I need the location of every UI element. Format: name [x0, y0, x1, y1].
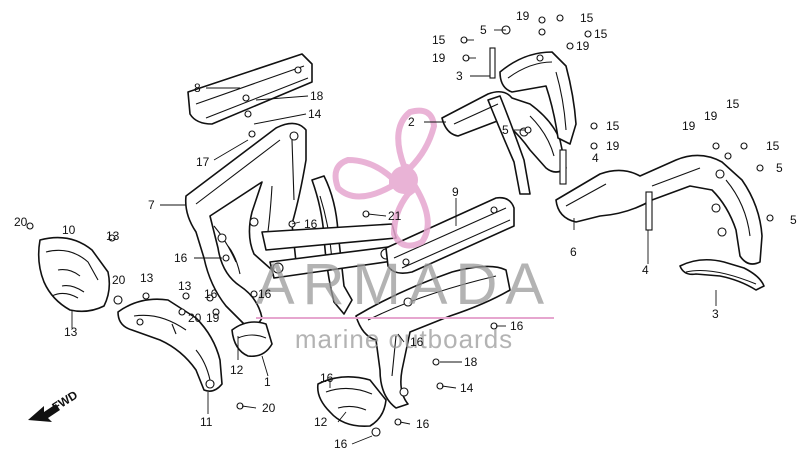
callout-5-top: 5 [480, 23, 487, 37]
callout-10: 10 [62, 223, 76, 237]
top-plate-part [187, 53, 313, 125]
callout-19-b: 19 [516, 9, 530, 23]
callout-14-upper: 14 [308, 107, 322, 121]
callout-12-upper: 12 [230, 363, 244, 377]
callout-8: 8 [194, 81, 201, 95]
callout-16-g: 16 [320, 371, 334, 385]
propeller-icon [332, 107, 438, 249]
callout-18-lower: 18 [464, 355, 478, 369]
bottom-bracket-part [117, 298, 223, 392]
leader-lines [71, 29, 717, 445]
fwd-arrow-icon [28, 404, 60, 422]
callout-16-e: 16 [510, 319, 524, 333]
callout-5-right-lower: 5 [790, 213, 797, 227]
callout-19-f: 19 [704, 109, 718, 123]
bushing-part [231, 321, 273, 358]
callout-19-a: 19 [432, 51, 446, 65]
callout-19-g: 19 [206, 311, 220, 325]
callout-19-d: 19 [606, 139, 620, 153]
callout-3-top: 3 [456, 69, 463, 83]
watermark-brand: ARMADA [256, 252, 552, 317]
stern-bracket-part [184, 122, 307, 327]
callout-17: 17 [196, 155, 210, 169]
callout-12-lower: 12 [314, 415, 328, 429]
watermark-tagline: marine outboards [295, 324, 513, 354]
callout-19-c: 19 [576, 39, 590, 53]
callout-21: 21 [388, 209, 402, 223]
fwd-arrow: FWD [28, 388, 80, 422]
callout-20-d: 20 [262, 401, 276, 415]
watermark: ARMADA marine outboards [256, 107, 554, 354]
callout-labels: 1 2 3 3 4 4 5 5 5 5 6 7 8 9 10 11 12 12 … [14, 9, 797, 451]
callout-5-mid: 5 [502, 123, 509, 137]
callout-13-left-upper: 13 [106, 229, 120, 243]
callout-16-i: 16 [334, 437, 348, 451]
callout-6: 6 [570, 245, 577, 259]
pin-parts [489, 47, 653, 231]
callout-4-upper: 4 [592, 151, 599, 165]
upper-support-part [499, 51, 577, 145]
front-bracket-part [355, 265, 511, 409]
fastener-parts [26, 14, 774, 426]
tilt-lever-part [441, 90, 567, 195]
callout-13-mid-a: 13 [140, 271, 154, 285]
cross-bracket-part [385, 196, 515, 274]
callout-15-f: 15 [766, 139, 780, 153]
callout-16-h: 16 [416, 417, 430, 431]
callout-20-c: 20 [188, 311, 202, 325]
callout-13-mid-b: 13 [178, 279, 192, 293]
fwd-label: FWD [50, 388, 81, 415]
callout-3-right: 3 [712, 307, 719, 321]
callout-16-d: 16 [204, 287, 218, 301]
callout-15-c: 15 [594, 27, 608, 41]
side-cover-part [37, 236, 111, 313]
callout-15-b: 15 [580, 11, 594, 25]
callout-13-left-lower: 13 [64, 325, 78, 339]
callout-15-e: 15 [726, 97, 740, 111]
mount-block-part [316, 376, 387, 437]
callout-16-b: 16 [174, 251, 188, 265]
swivel-bracket-part [555, 154, 763, 265]
callout-9: 9 [452, 185, 459, 199]
callout-4-lower: 4 [642, 263, 649, 277]
callout-14-lower: 14 [460, 381, 474, 395]
callout-1: 1 [264, 375, 271, 389]
callout-20-b: 20 [112, 273, 126, 287]
callout-15-d: 15 [606, 119, 620, 133]
callout-2: 2 [408, 115, 415, 129]
callout-18-upper: 18 [310, 89, 324, 103]
callout-15-a: 15 [432, 33, 446, 47]
callout-20-a: 20 [14, 215, 28, 229]
callout-16-a: 16 [304, 217, 318, 231]
callout-11: 11 [200, 415, 213, 429]
callout-7: 7 [148, 198, 155, 212]
callout-16-f: 16 [410, 335, 424, 349]
callout-19-e: 19 [682, 119, 696, 133]
callout-16-c: 16 [258, 287, 272, 301]
center-frame-part [261, 175, 401, 315]
callout-5-right-upper: 5 [776, 161, 783, 175]
tilt-tube-part [679, 258, 765, 291]
